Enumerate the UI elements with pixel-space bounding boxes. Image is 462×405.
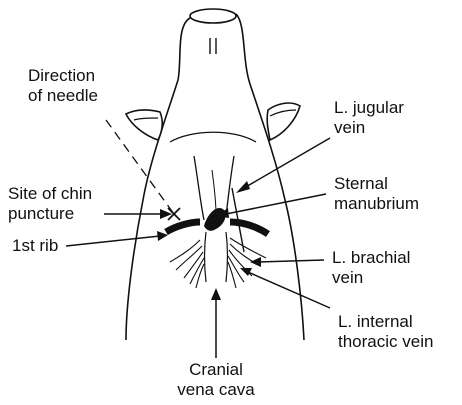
label-first-rib: 1st rib <box>12 236 58 256</box>
label-line: Site of chin <box>8 184 92 204</box>
jaw-line <box>170 132 256 142</box>
vena-cava-left-wall <box>205 232 207 282</box>
pointer-lines <box>66 138 330 358</box>
right-rib <box>230 222 268 234</box>
label-l-jugular-vein: L. jugular vein <box>334 98 404 138</box>
label-line: 1st rib <box>12 236 58 256</box>
neck-line-right <box>226 156 234 216</box>
needle-direction-line <box>106 120 174 214</box>
label-line: puncture <box>8 204 92 224</box>
body-outline-right <box>236 14 304 340</box>
neck-line-mid <box>212 170 216 214</box>
label-cranial-vena-cava: Cranial vena cava <box>164 360 268 400</box>
label-line: L. jugular <box>334 98 404 118</box>
label-line: Sternal <box>334 174 419 194</box>
label-line: L. brachial <box>332 248 410 268</box>
label-line: of needle <box>28 86 98 106</box>
label-line: vein <box>332 268 410 288</box>
label-site-of-chin-puncture: Site of chin puncture <box>8 184 92 224</box>
label-sternal-manubrium: Sternal manubrium <box>334 174 419 214</box>
sternal-manubrium-shape <box>204 208 226 231</box>
left-rib <box>166 222 200 232</box>
body-outline <box>126 18 190 340</box>
neck-line-left <box>194 156 204 220</box>
label-line: vein <box>334 118 404 138</box>
label-line: Direction <box>28 66 98 86</box>
label-line: thoracic vein <box>338 332 433 352</box>
label-line: L. internal <box>338 312 433 332</box>
left-vein-fan <box>170 240 204 288</box>
right-ear <box>267 103 300 140</box>
label-l-internal-thoracic-vein: L. internal thoracic vein <box>338 312 433 352</box>
label-line: vena cava <box>164 380 268 400</box>
label-line: manubrium <box>334 194 419 214</box>
snout-top <box>190 9 236 23</box>
vena-cava-right-wall <box>226 232 228 282</box>
label-line: Cranial <box>164 360 268 380</box>
arrowheads <box>157 181 261 300</box>
label-l-brachial-vein: L. brachial vein <box>332 248 410 288</box>
left-ear <box>126 110 162 140</box>
label-direction-of-needle: Direction of needle <box>28 66 98 106</box>
